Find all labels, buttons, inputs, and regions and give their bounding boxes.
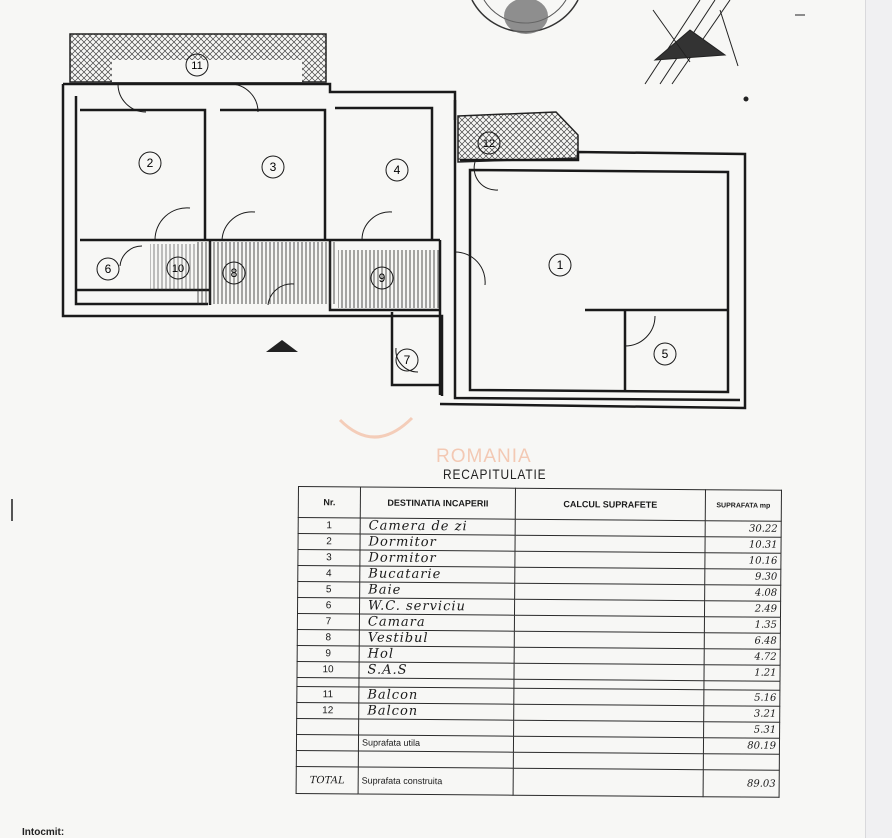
room-label-7: 7 <box>395 348 419 372</box>
watermark-arc <box>338 416 414 439</box>
room-label-1: 1 <box>548 253 572 277</box>
scan-edge-mark <box>11 499 13 521</box>
official-stamp <box>471 0 579 34</box>
svg-text:5: 5 <box>662 347 669 361</box>
north-arrow-icon <box>644 0 805 102</box>
room-label-8: 8 <box>222 261 246 285</box>
room-label-3: 3 <box>261 155 285 179</box>
recap-table: Nr. DESTINATIA INCAPERII CALCUL SUPRAFET… <box>296 486 782 798</box>
svg-text:7: 7 <box>404 353 411 367</box>
svg-text:3: 3 <box>270 160 277 174</box>
room-label-9: 9 <box>370 266 394 290</box>
balcony-12 <box>457 111 579 163</box>
svg-text:12: 12 <box>483 138 495 150</box>
svg-text:6: 6 <box>105 262 112 276</box>
viewer-scrollbar-gutter[interactable] <box>865 0 892 838</box>
hall-hatch <box>338 250 440 308</box>
room-label-10: 10 <box>166 256 190 280</box>
corridor-hatch <box>195 242 335 304</box>
sas-hatch <box>150 244 198 290</box>
svg-text:9: 9 <box>379 271 386 285</box>
room-label-2: 2 <box>138 151 162 175</box>
room-labels: 1 2 3 4 5 6 7 8 9 10 11 12 <box>96 53 677 372</box>
room-label-11: 11 <box>185 53 209 77</box>
header-nr: Nr. <box>298 486 361 518</box>
room-label-4: 4 <box>385 158 409 182</box>
svg-text:2: 2 <box>147 156 154 170</box>
footer-signature-label: Intocmit: <box>22 827 65 838</box>
svg-text:1: 1 <box>557 258 564 272</box>
floor-plan: 1 2 3 4 5 6 7 8 9 10 11 12 <box>61 0 805 439</box>
recap-header-row: Nr. DESTINATIA INCAPERII CALCUL SUPRAFET… <box>298 486 782 522</box>
svg-text:11: 11 <box>191 60 202 72</box>
recap-title: RECAPITULATIE <box>443 466 547 482</box>
room-label-12: 12 <box>477 131 501 155</box>
header-dest: DESTINATIA INCAPERII <box>360 486 516 520</box>
watermark-text: ROMANIA <box>436 446 532 467</box>
room-label-5: 5 <box>653 342 677 366</box>
svg-text:4: 4 <box>394 163 401 177</box>
header-calc: CALCUL SUPRAFETE <box>515 488 706 521</box>
svg-text:10: 10 <box>172 263 184 275</box>
apartment-walls <box>61 82 747 410</box>
room-label-6: 6 <box>96 257 120 281</box>
door-swings <box>117 83 656 373</box>
svg-text:8: 8 <box>231 266 238 280</box>
header-area: SUPRAFATA mp <box>705 489 782 522</box>
balcony-11 <box>69 33 327 83</box>
entry-arrow-icon <box>266 340 298 352</box>
